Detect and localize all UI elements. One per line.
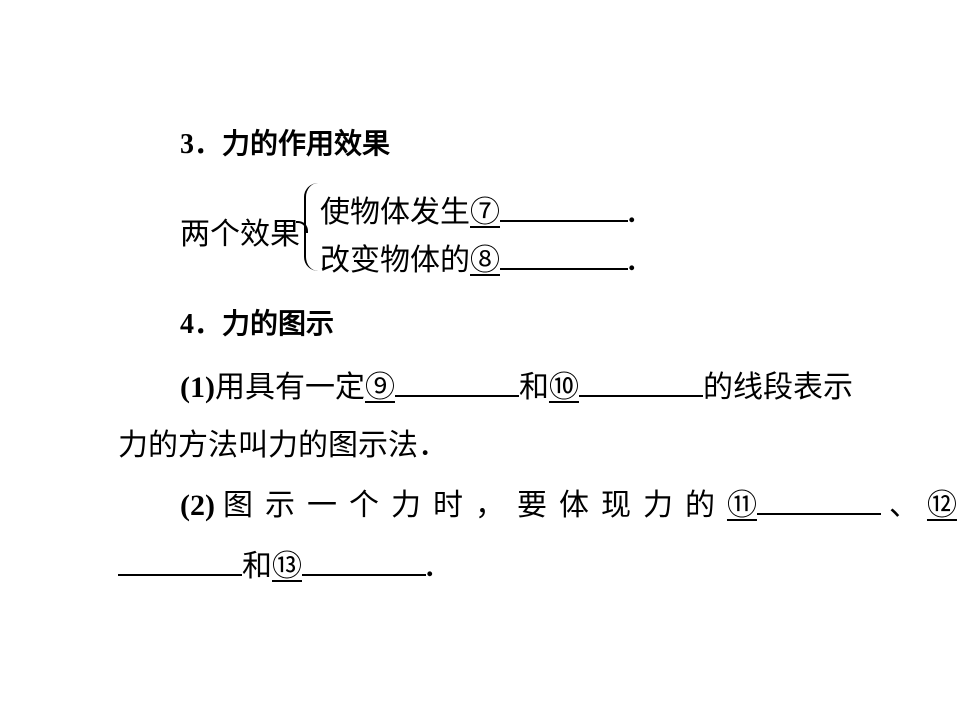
- blank-10: [578, 367, 703, 397]
- paragraph-1-text-b: 和: [518, 370, 549, 405]
- blank-7: [500, 192, 628, 222]
- blank-marker-9: ⑨: [364, 370, 395, 405]
- effects-label: 两个效果: [180, 217, 300, 252]
- blank-marker-11: ⑪: [726, 488, 757, 523]
- section4-title: 力的图示: [222, 307, 335, 340]
- section3-number: 3．: [180, 129, 223, 160]
- blank-marker-8: ⑧: [470, 243, 500, 278]
- blank-marker-13: ⑬: [272, 549, 302, 584]
- effect-item-2: 改变物体的⑧.: [320, 235, 636, 279]
- effect-item-1-end: .: [628, 196, 636, 229]
- blank-13: [302, 546, 426, 576]
- section3-title: 力的作用效果: [222, 127, 391, 160]
- paragraph-1-number: (1): [180, 371, 215, 404]
- blank-8: [500, 240, 628, 270]
- blank-marker-10: ⑩: [548, 370, 579, 405]
- blank-marker-12: ⑫: [926, 488, 957, 523]
- paragraph-2-number: (2): [180, 489, 215, 522]
- blank-marker-7: ⑦: [470, 195, 500, 230]
- paragraph-1-text-c: 的线段表示: [702, 370, 853, 405]
- effect-item-1: 使物体发生⑦.: [320, 187, 636, 231]
- paragraph-1-text-a: 用具有一定: [214, 370, 365, 405]
- effect-item-2-text: 改变物体的: [320, 243, 470, 278]
- paragraph-2-text-b: 、: [888, 488, 919, 523]
- paragraph-2-end: .: [426, 550, 434, 583]
- paragraph-2-text-c: 和: [242, 549, 272, 584]
- paragraph-1-line-1: (1)用具有一定⑨ 和⑩ 的线段表示: [180, 362, 853, 406]
- paragraph-2-line-1: (2)图示一个力时，要体现力的⑪ 、⑫: [180, 480, 957, 524]
- section4-heading: 4．力的图示: [180, 302, 334, 342]
- paragraph-1-line-2: 力的方法叫力的图示法．: [118, 428, 448, 463]
- blank-9: [394, 367, 519, 397]
- effect-item-2-end: .: [628, 244, 636, 277]
- blank-11: [756, 485, 881, 515]
- paragraph-2-text-a: 图示一个力时，要体现力的: [222, 488, 727, 523]
- section4-number: 4．: [180, 309, 223, 340]
- blank-12: [118, 546, 242, 576]
- curly-brace: [296, 183, 320, 271]
- paragraph-2-line-2: 和⑬.: [118, 541, 434, 585]
- section3-heading: 3．力的作用效果: [180, 122, 390, 162]
- effect-item-1-text: 使物体发生: [320, 195, 470, 230]
